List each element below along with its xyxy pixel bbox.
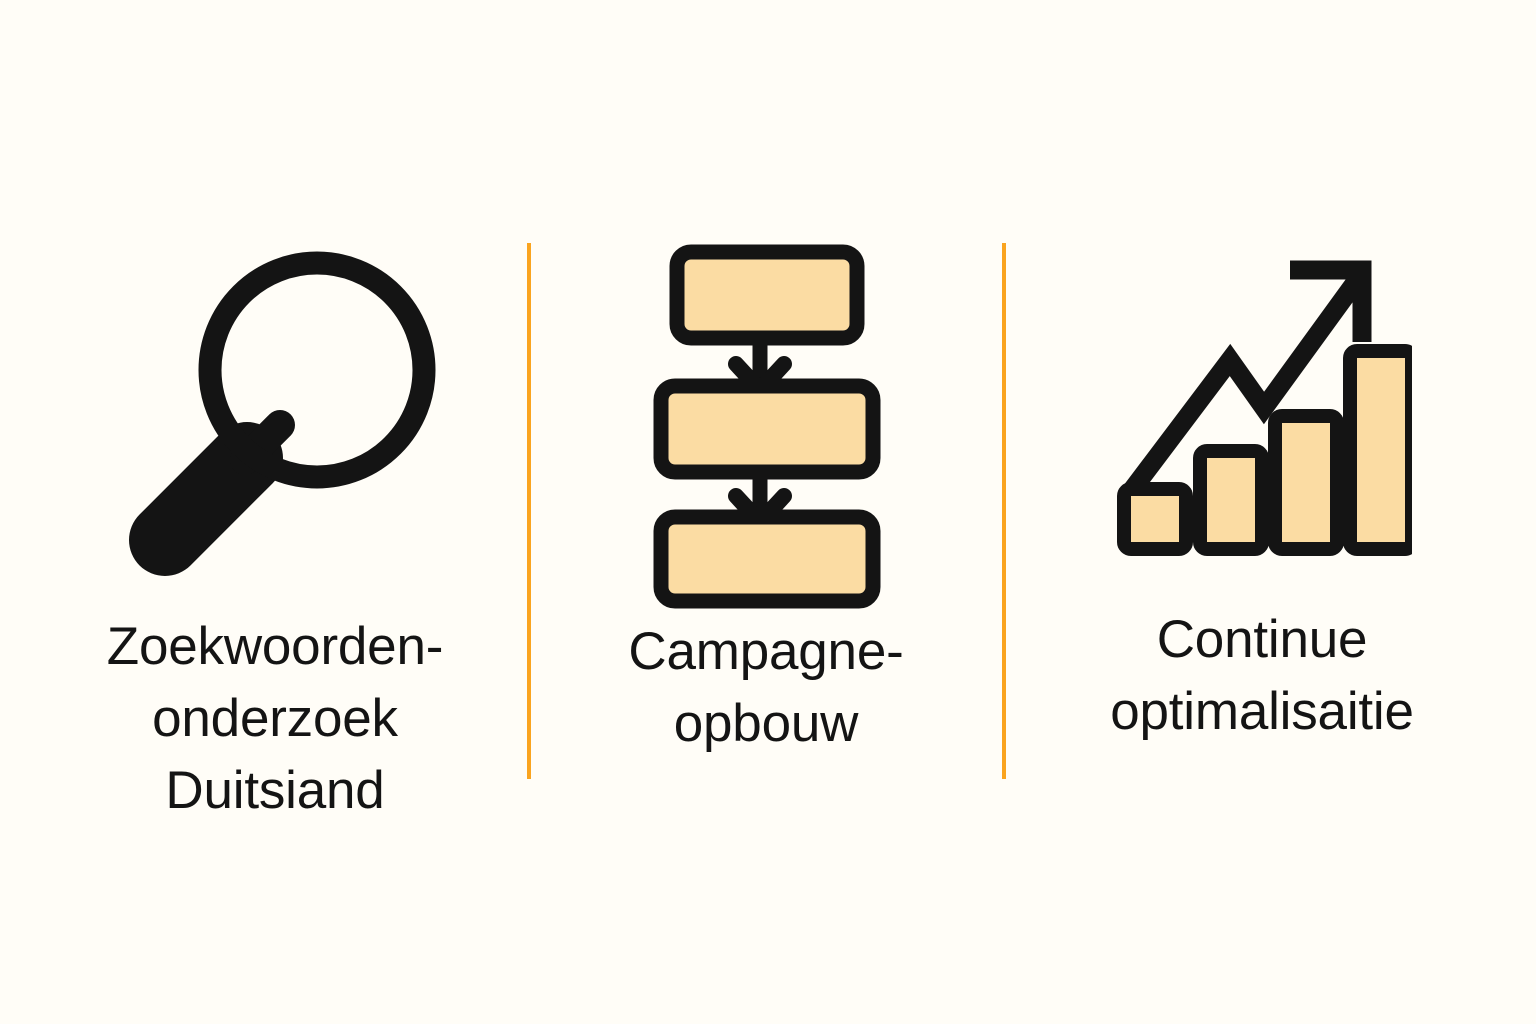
bar-2 xyxy=(1193,444,1269,556)
flowchart-box-3 xyxy=(653,509,881,609)
magnifier-lens-ring xyxy=(198,251,436,489)
magnifying-glass-icon-wrap xyxy=(105,240,445,595)
flowchart-box-1 xyxy=(669,244,865,346)
magnifying-glass-icon xyxy=(129,251,436,576)
step-label-continuous-optimization: Continue optimalisaitie xyxy=(1110,610,1414,742)
flowchart-icon xyxy=(653,244,881,609)
trend-arrow-head-icon xyxy=(1290,260,1372,342)
bar-3 xyxy=(1268,409,1344,556)
flowchart-icon-wrap xyxy=(636,240,896,610)
bar-chart-growth-icon-wrap xyxy=(1112,240,1419,580)
column-divider-1 xyxy=(527,243,531,779)
bar-chart-growth-icon xyxy=(1117,260,1419,556)
bar-4 xyxy=(1343,344,1419,556)
step-card-continuous-optimization: Continue optimalisaitie xyxy=(1022,240,1502,748)
trend-line xyxy=(1124,274,1365,496)
flowchart-box-2 xyxy=(653,378,881,480)
step-label-keyword-research: Zoekwoorden- onderzoek Duitsiand xyxy=(106,617,444,821)
column-divider-2 xyxy=(1002,243,1006,779)
bar-1 xyxy=(1117,482,1193,556)
magnifier-handle xyxy=(129,422,283,576)
step-label-campaign-build: Campagne- opbouw xyxy=(628,622,904,754)
step-card-keyword-research: Zoekwoorden- onderzoek Duitsiand xyxy=(40,240,510,827)
step-card-campaign-build: Campagne- opbouw xyxy=(548,240,984,760)
